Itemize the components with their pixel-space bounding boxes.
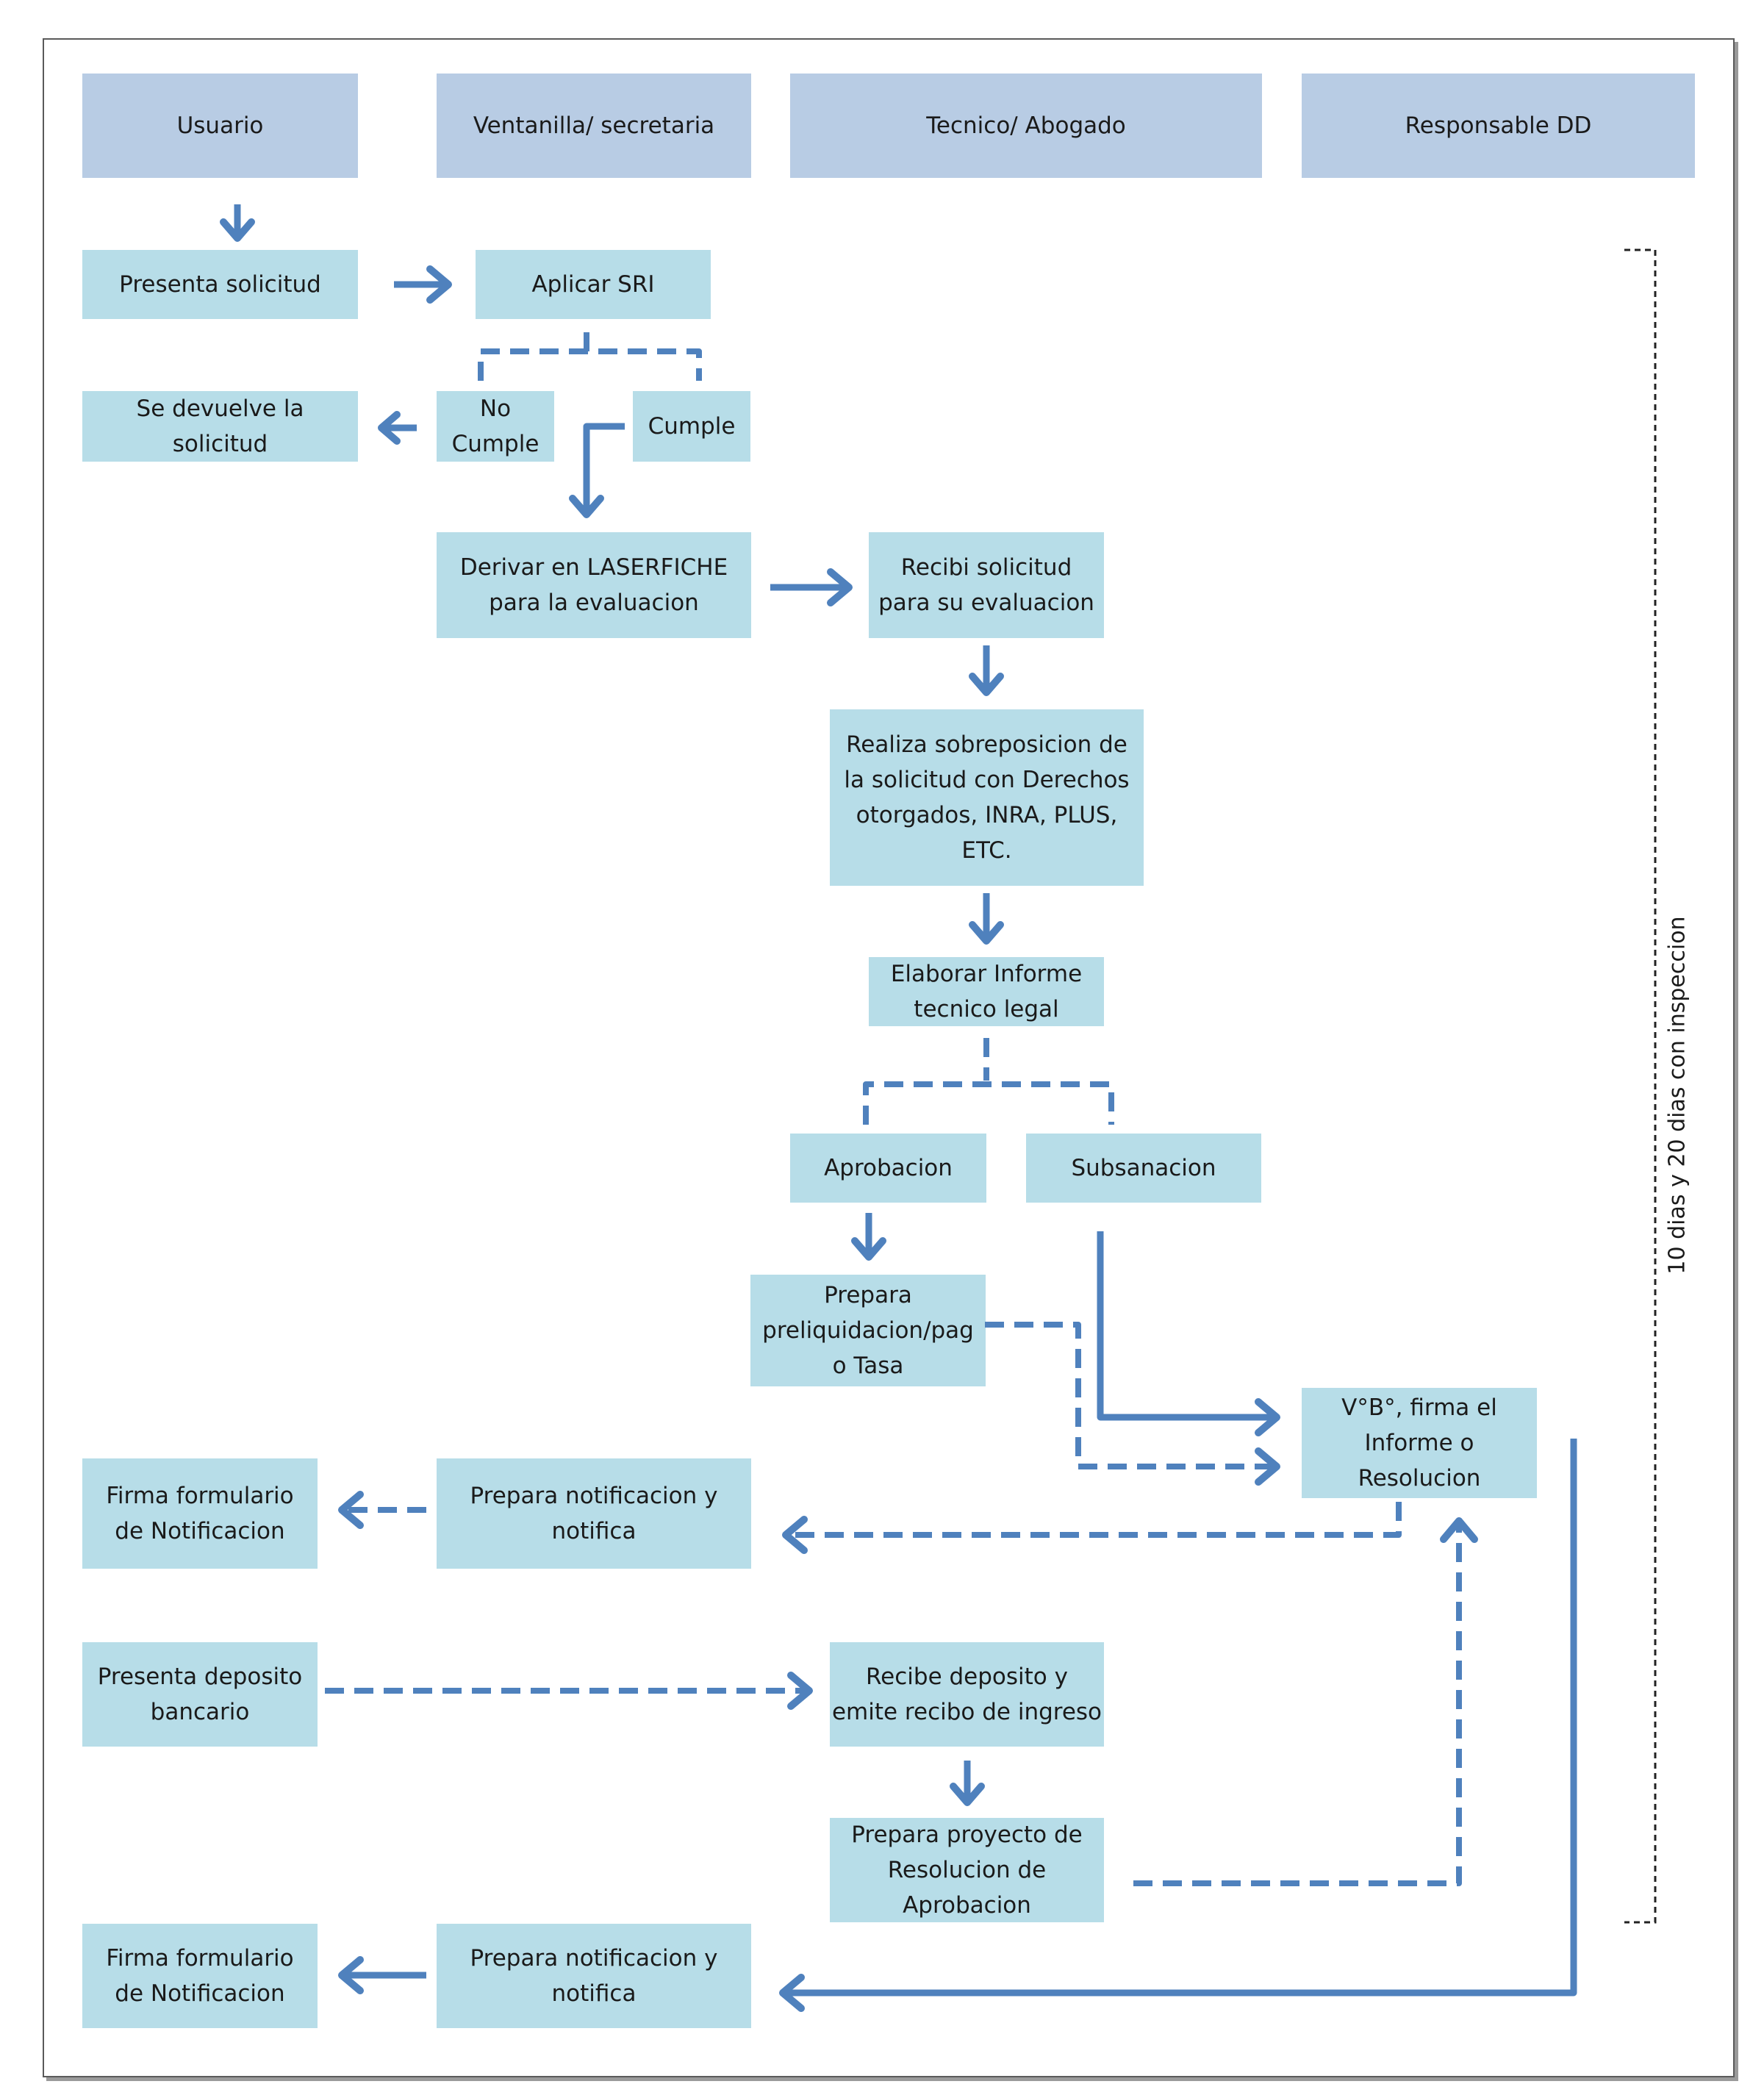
- lane-responsable: Responsable DD: [1302, 74, 1695, 178]
- step-proyecto-resolucion: Prepara proyecto de Resolucion de Aproba…: [830, 1818, 1104, 1922]
- step-derivar-laserfiche: Derivar en LASERFICHE para la evaluacion: [437, 532, 751, 638]
- diagram-frame: [43, 38, 1735, 2077]
- step-informe-tecnico-legal: Elaborar Informe tecnico legal: [869, 957, 1104, 1026]
- step-subsanacion: Subsanacion: [1026, 1134, 1261, 1203]
- step-vb-firma: V°B°, firma el Informe o Resolucion: [1302, 1388, 1537, 1498]
- step-preliquidacion: Prepara preliquidacion/pag o Tasa: [750, 1275, 986, 1386]
- step-notificacion-2: Prepara notificacion y notifica: [437, 1924, 751, 2028]
- step-sobreposicion: Realiza sobreposicion de la solicitud co…: [830, 709, 1144, 886]
- step-presenta-solicitud: Presenta solicitud: [82, 250, 358, 319]
- step-devuelve-solicitud: Se devuelve la solicitud: [82, 391, 358, 462]
- lane-usuario: Usuario: [82, 74, 358, 178]
- timeline-note-text: 10 dias y 20 dias con inspeccion: [1664, 916, 1690, 1275]
- step-cumple: Cumple: [633, 391, 750, 462]
- step-firma-formulario-2: Firma formulario de Notificacion: [82, 1924, 318, 2028]
- lane-ventanilla: Ventanilla/ secretaria: [437, 74, 751, 178]
- step-deposito-bancario: Presenta deposito bancario: [82, 1642, 318, 1747]
- step-firma-formulario-1: Firma formulario de Notificacion: [82, 1458, 318, 1569]
- step-aprobacion: Aprobacion: [790, 1134, 986, 1203]
- step-notificacion-1: Prepara notificacion y notifica: [437, 1458, 751, 1569]
- step-aplicar-sri: Aplicar SRI: [476, 250, 711, 319]
- step-no-cumple: No Cumple: [437, 391, 554, 462]
- step-recibe-deposito: Recibe deposito y emite recibo de ingres…: [830, 1642, 1104, 1747]
- step-recibi-solicitud: Recibi solicitud para su evaluacion: [869, 532, 1104, 638]
- lane-tecnico: Tecnico/ Abogado: [790, 74, 1262, 178]
